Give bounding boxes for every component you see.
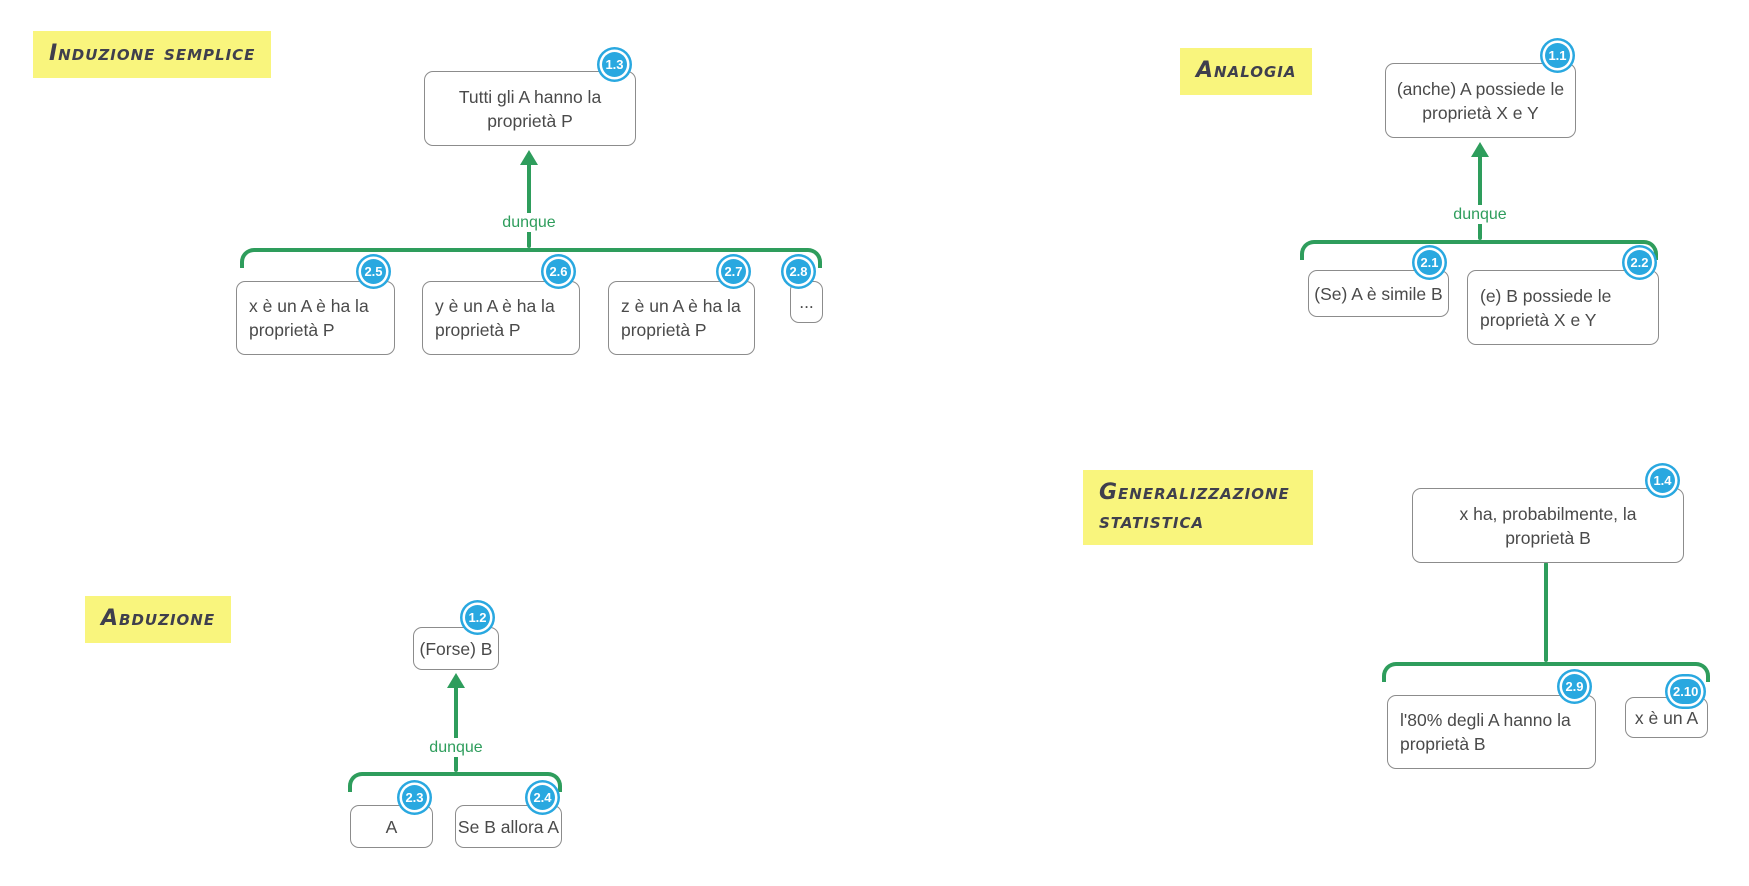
node-2-6-premise[interactable]: y è un A è ha la proprietà P: [422, 281, 580, 355]
connector-label-dunque: dunque: [498, 213, 560, 232]
connector-line: [527, 163, 531, 248]
node-1-1-conclusion[interactable]: (anche) A possiede le proprietà X e Y: [1385, 63, 1576, 138]
arrowhead-icon: [1471, 142, 1489, 157]
node-2-9-premise[interactable]: l'80% degli A hanno la proprietà B: [1387, 695, 1596, 769]
node-2-7-premise[interactable]: z è un A è ha la proprietà P: [608, 281, 755, 355]
badge-1-3: 1.3: [602, 52, 627, 77]
badge-1-4: 1.4: [1650, 468, 1675, 493]
badge-2-1: 2.1: [1417, 250, 1442, 275]
node-2-3-premise[interactable]: A: [350, 805, 433, 848]
badge-2-4: 2.4: [530, 785, 555, 810]
connector-line: [1544, 562, 1548, 662]
section-label-generalizzazione-statistica[interactable]: Generalizzazione statistica: [1083, 470, 1313, 546]
arrowhead-icon: [447, 673, 465, 688]
node-1-4-conclusion[interactable]: x ha, probabilmente, la proprietà B: [1412, 488, 1684, 563]
badge-1-1: 1.1: [1545, 43, 1570, 68]
badge-2-2: 2.2: [1627, 250, 1652, 275]
section-label-induzione-semplice[interactable]: Induzione semplice: [33, 31, 272, 78]
arrowhead-icon: [520, 150, 538, 165]
premises-bracket: [1300, 240, 1658, 260]
node-1-2-conclusion[interactable]: (Forse) B: [413, 627, 499, 670]
badge-2-9: 2.9: [1562, 674, 1587, 699]
node-2-5-premise[interactable]: x è un A è ha la proprietà P: [236, 281, 395, 355]
badge-2-8: 2.8: [786, 259, 811, 284]
node-2-8-premise-ellipsis[interactable]: ...: [790, 281, 823, 323]
node-2-4-premise[interactable]: Se B allora A: [455, 805, 562, 848]
badge-1-2: 1.2: [465, 605, 490, 630]
badge-2-7: 2.7: [721, 259, 746, 284]
premises-bracket: [1382, 662, 1710, 682]
node-2-1-premise[interactable]: (Se) A è simile B: [1308, 270, 1449, 317]
node-2-10-premise[interactable]: x è un A: [1625, 697, 1708, 738]
section-label-analogia[interactable]: Analogia: [1180, 48, 1313, 95]
badge-2-5: 2.5: [361, 259, 386, 284]
connector-label-dunque: dunque: [425, 738, 487, 757]
premises-bracket: [240, 248, 822, 268]
connector-line: [1478, 155, 1482, 240]
badge-2-6: 2.6: [546, 259, 571, 284]
node-2-2-premise[interactable]: (e) B possiede le proprietà X e Y: [1467, 270, 1659, 345]
node-1-3-conclusion[interactable]: Tutti gli A hanno la proprietà P: [424, 71, 636, 146]
connector-line: [454, 686, 458, 772]
section-label-abduzione[interactable]: Abduzione: [85, 596, 232, 643]
badge-2-3: 2.3: [402, 785, 427, 810]
premises-bracket: [348, 772, 562, 792]
badge-2-10: 2.10: [1670, 679, 1702, 704]
connector-label-dunque: dunque: [1449, 205, 1511, 224]
